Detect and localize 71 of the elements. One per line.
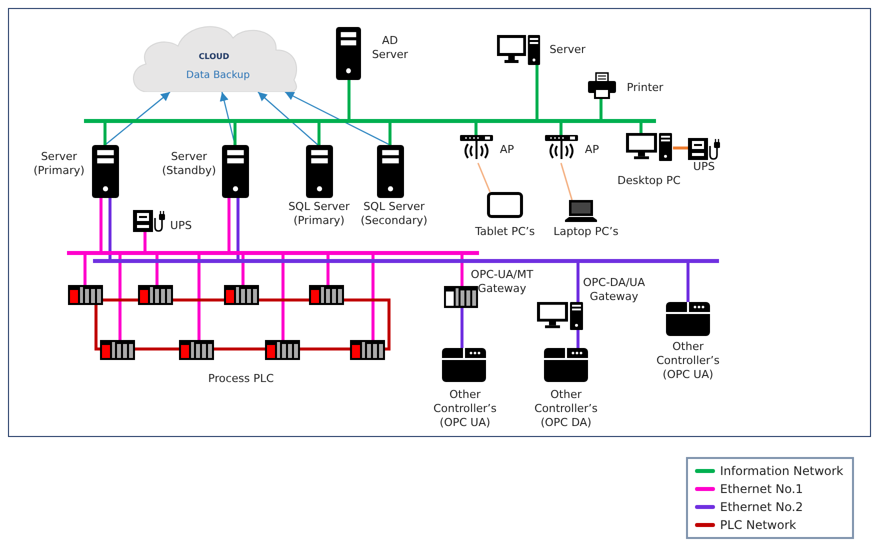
- plc-network-line: [259, 298, 309, 302]
- network-line: [228, 198, 230, 251]
- device-label: SQL Server (Secondary): [360, 200, 428, 228]
- power-cable: [673, 146, 688, 150]
- network-line: [326, 255, 330, 285]
- network-line: [536, 65, 538, 119]
- network-line: [576, 263, 580, 302]
- network-line: [234, 123, 236, 145]
- plc-network-line: [214, 348, 265, 350]
- device-label: Server (Standby): [160, 150, 218, 178]
- plc-network-line: [103, 298, 138, 302]
- network-line: [198, 255, 200, 340]
- backup-arrow: [104, 92, 170, 146]
- device-label: OPC-DA/UA Gateway: [582, 276, 646, 304]
- network-line: [144, 232, 146, 251]
- network-line: [686, 263, 690, 302]
- group-label: Process PLC: [207, 372, 275, 386]
- device-label: SQL Server (Primary): [287, 200, 351, 228]
- device-label: OPC-UA/MT Gateway: [470, 268, 534, 296]
- wireless-link: [477, 162, 491, 192]
- legend-text: Information Network: [720, 464, 844, 478]
- network-line: [560, 123, 562, 135]
- network-bus: [84, 119, 656, 123]
- network-line: [156, 255, 158, 285]
- network-line: [318, 123, 320, 145]
- device-label: AD Server: [370, 34, 410, 62]
- network-line: [108, 198, 112, 259]
- network-line: [460, 255, 464, 286]
- wireless-link: [560, 162, 573, 200]
- plc-network-line: [300, 348, 350, 350]
- network-line: [576, 330, 580, 348]
- device-label: Server (Primary): [32, 150, 86, 178]
- plc-network-line: [344, 298, 390, 350]
- plc-network-line: [135, 348, 179, 350]
- device-label: Desktop PC: [616, 174, 682, 188]
- network-line: [282, 255, 284, 340]
- network-line: [104, 123, 106, 145]
- cloud-label: Data Backup: [185, 69, 251, 83]
- network-bus: [67, 251, 479, 255]
- device-label: Server: [548, 43, 587, 57]
- network-line: [100, 198, 102, 251]
- device-label: AP: [498, 143, 516, 157]
- network-line: [236, 198, 240, 259]
- device-label: UPS: [169, 219, 193, 233]
- backup-arrow: [284, 91, 390, 146]
- network-line: [84, 255, 86, 285]
- network-line: [474, 123, 478, 135]
- legend-text: Ethernet No.1: [720, 482, 804, 496]
- device-label: Other Controller’s (OPC UA): [432, 388, 498, 430]
- network-line: [118, 255, 122, 340]
- backup-arrow: [258, 92, 318, 146]
- network-line: [460, 308, 464, 348]
- network-line: [640, 123, 642, 133]
- plc-network-line: [173, 298, 224, 302]
- device-label: UPS: [692, 160, 716, 174]
- network-line: [372, 255, 374, 340]
- legend-text: Ethernet No.2: [720, 500, 804, 514]
- device-label: Other Controller’s (OPC DA): [533, 388, 599, 430]
- network-bus: [93, 259, 719, 263]
- network-line: [348, 80, 350, 119]
- network-line: [388, 123, 392, 145]
- network-line: [242, 255, 244, 285]
- device-label: AP: [584, 143, 600, 157]
- legend-text: PLC Network: [720, 518, 796, 532]
- device-label: Printer: [626, 81, 664, 95]
- device-label: Laptop PC’s: [552, 225, 620, 239]
- cloud-title: CLOUD: [198, 51, 230, 63]
- device-label: Other Controller’s (OPC UA): [655, 340, 721, 382]
- network-line: [600, 99, 602, 119]
- plc-network-line: [94, 305, 100, 350]
- device-label: Tablet PC’s: [474, 225, 536, 239]
